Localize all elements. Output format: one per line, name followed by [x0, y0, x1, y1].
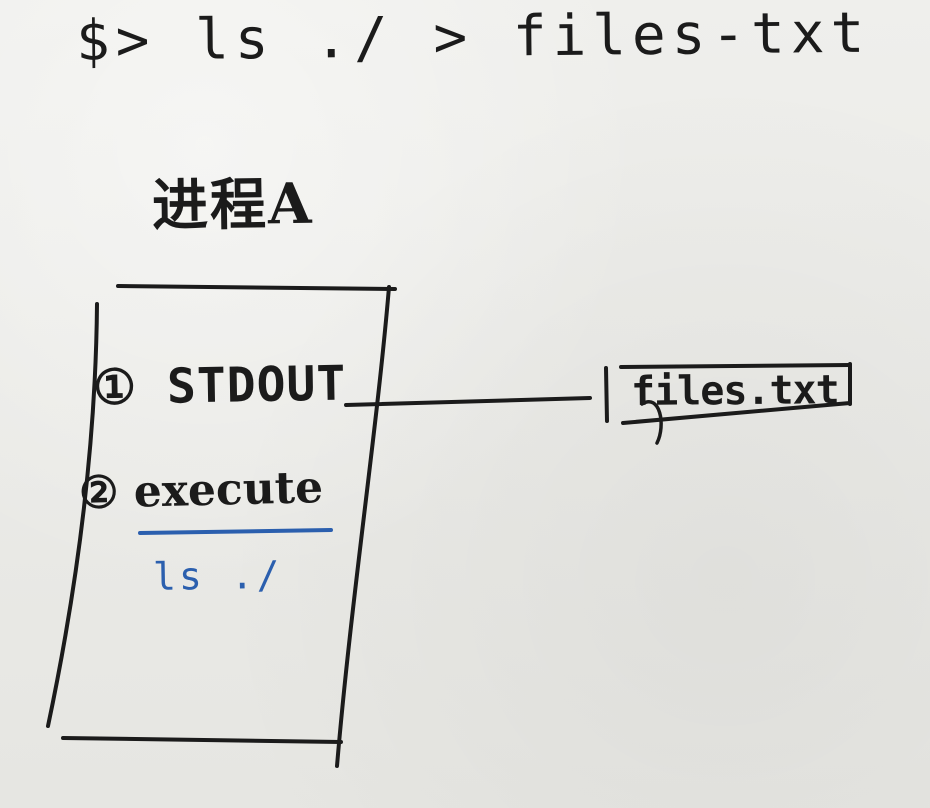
execute-command-note: ls ./	[152, 552, 283, 599]
file-box-left-hook	[640, 400, 663, 445]
process-box-bottom-line	[61, 736, 343, 744]
process-box-left-line	[46, 302, 99, 728]
process-box-right-line	[335, 285, 391, 768]
execute-underline	[138, 528, 333, 535]
file-entry-tick	[604, 366, 609, 423]
file-label: files.txt	[630, 367, 839, 415]
execute-step-label: ② execute	[78, 462, 324, 519]
stdout-connector-line	[344, 396, 592, 407]
process-title: 进程A	[151, 170, 314, 239]
stdout-step-label: ① STDOUT	[92, 355, 347, 416]
file-box-top-line	[619, 363, 852, 369]
process-box-top-line	[116, 284, 397, 291]
command-text: $> ls ./ > files-txt	[75, 0, 871, 74]
